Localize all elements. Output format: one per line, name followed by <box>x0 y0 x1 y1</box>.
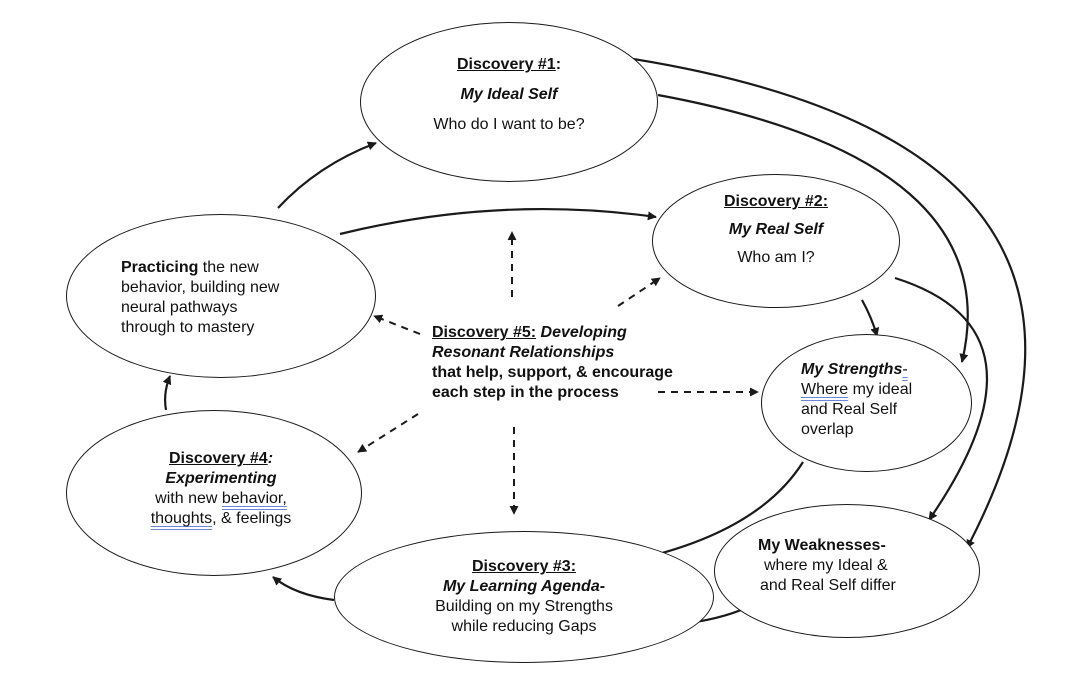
d1-text: Discovery #1: My Ideal Self Who do I wan… <box>360 55 658 135</box>
dashed-arrow-to-d4 <box>357 413 419 453</box>
weaknesses-text: My Weaknesses- where my Ideal & and Real… <box>758 536 958 596</box>
d2-subtitle: My Real Self <box>728 221 824 238</box>
arrow-strengths-to-d3 <box>642 461 804 561</box>
arrow-d1-to-weaknesses <box>613 54 1027 549</box>
weaknesses-line1: where my Ideal & <box>764 557 888 574</box>
d5-heading-line: Discovery #5: Developing <box>432 324 627 341</box>
weaknesses-line2: and Real Self differ <box>760 577 896 594</box>
d5-line2: Resonant Relationships <box>432 344 615 361</box>
node-strengths <box>761 334 972 472</box>
arrow-d3-to-d4 <box>272 576 335 602</box>
d5-text: Discovery #5: Developing Resonant Relati… <box>432 323 732 403</box>
weaknesses-title-line: My Weaknesses- <box>758 537 886 554</box>
d2-body: Who am I? <box>737 249 815 266</box>
arrow-d2-to-strengths <box>861 299 880 337</box>
d2-text: Discovery #2: My Real Self Who am I? <box>652 192 900 268</box>
node-discovery-1 <box>360 22 658 182</box>
dashed-arrow-to-d2 <box>617 277 661 307</box>
d4-heading-line: Discovery #4: <box>168 450 274 467</box>
practicing-text: Practicing the new behavior, building ne… <box>121 258 361 338</box>
d3-line2: while reducing Gaps <box>451 618 597 635</box>
strengths-line2: and Real Self <box>801 401 898 418</box>
strengths-text: My Strengths- Where my ideal and Real Se… <box>801 360 971 440</box>
strengths-title-line: My Strengths- <box>801 361 908 378</box>
arrow-practicing-to-d1 <box>277 141 377 209</box>
d2-heading: Discovery #2: <box>723 193 829 210</box>
dashed-arrow-to-practicing <box>373 314 421 335</box>
d3-subtitle-line: My Learning Agenda- <box>442 578 606 595</box>
d3-line1: Building on my Strengths <box>435 598 613 615</box>
strengths-line1: Where my ideal <box>801 381 913 398</box>
practicing-line4: through to mastery <box>121 319 255 336</box>
d5-line3: that help, support, & encourage <box>432 364 673 381</box>
d4-text: Discovery #4: Experimenting with new beh… <box>86 449 356 529</box>
practicing-line2: behavior, building new <box>121 279 280 296</box>
d4-line2: thoughts, & feelings <box>150 510 292 527</box>
d1-subtitle: My Ideal Self <box>460 86 558 103</box>
arrow-d1-to-strengths <box>657 93 969 363</box>
node-discovery-2 <box>652 174 900 308</box>
d4-line1: with new behavior, <box>155 490 287 507</box>
practicing-line1: Practicing the new <box>121 259 259 276</box>
d3-text: Discovery #3: My Learning Agenda- Buildi… <box>334 557 714 637</box>
d1-body: Who do I want to be? <box>433 116 585 133</box>
node-discovery-3 <box>334 531 714 663</box>
arrow-d4-to-practicing <box>162 375 172 411</box>
arrow-d2-to-weaknesses <box>894 276 988 521</box>
node-weaknesses <box>714 504 980 638</box>
d5-line4: each step in the process <box>432 384 619 401</box>
practicing-line3: neural pathways <box>121 299 238 316</box>
strengths-line3: overlap <box>801 421 854 438</box>
node-practicing <box>66 214 376 378</box>
d1-heading: Discovery #1: <box>456 56 562 73</box>
d3-heading: Discovery #3: <box>471 558 577 575</box>
node-discovery-4 <box>66 410 362 576</box>
arrow-practicing-to-d2 <box>339 208 657 236</box>
d4-subtitle: Experimenting <box>165 470 277 487</box>
